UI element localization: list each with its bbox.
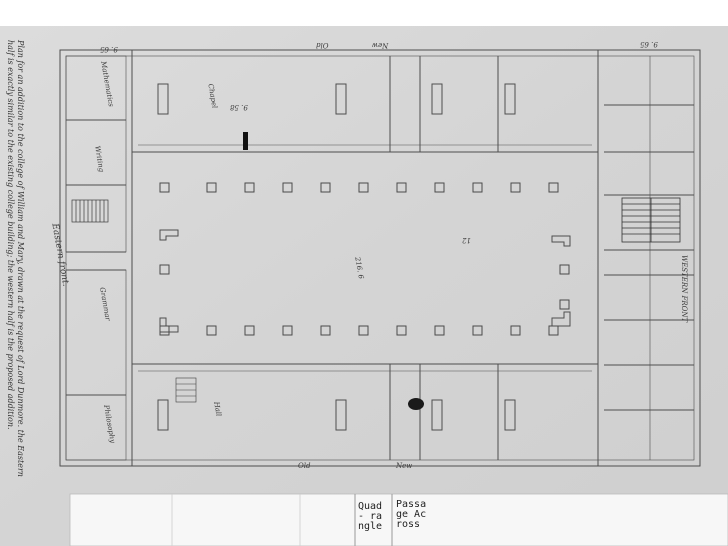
court-corner	[159, 229, 179, 241]
catalog-quadrangle: Quad- rangle	[358, 501, 383, 532]
top-pier	[504, 83, 516, 115]
label-new-top: New	[372, 41, 389, 49]
ink-blot	[408, 398, 424, 410]
margin-line-2: half is exactly similar to the existing …	[6, 40, 15, 430]
court-corner	[551, 235, 571, 247]
bottom-pier	[504, 399, 516, 431]
label-right-edge: WESTERN FRONT	[680, 255, 688, 323]
inner-outer-wall	[65, 55, 695, 461]
staircase-right	[621, 197, 681, 243]
label-chapel-dim: 9. 58	[230, 103, 248, 111]
label-top-left-dim: 9. 65	[100, 45, 118, 53]
bottom-pier	[157, 399, 169, 431]
label-old-top: Old	[316, 41, 329, 49]
top-range	[131, 49, 599, 153]
bottom-range	[131, 363, 599, 467]
label-top-right-dim: 9. 65	[640, 40, 658, 48]
paper-sheet	[0, 26, 728, 546]
top-pier	[157, 83, 169, 115]
margin-line-1: Plan for an addition to the college of W…	[16, 40, 25, 477]
label-new-bottom: New	[396, 462, 413, 470]
top-pier	[431, 83, 443, 115]
colonnade	[159, 182, 570, 336]
ink-mark	[243, 132, 248, 150]
catalog-passage: Passage Across	[396, 499, 427, 530]
margin-inscription: Plan for an addition to the college of W…	[6, 40, 30, 480]
top-pier	[335, 83, 347, 115]
staircase-left	[71, 199, 109, 223]
catalog-card	[69, 493, 728, 546]
bottom-pier	[431, 399, 443, 431]
label-old-bottom: Old	[298, 462, 311, 470]
bottom-pier	[335, 399, 347, 431]
right-wing	[597, 49, 701, 467]
label-dim-12: 12	[462, 236, 471, 244]
staircase-hall	[175, 377, 197, 403]
